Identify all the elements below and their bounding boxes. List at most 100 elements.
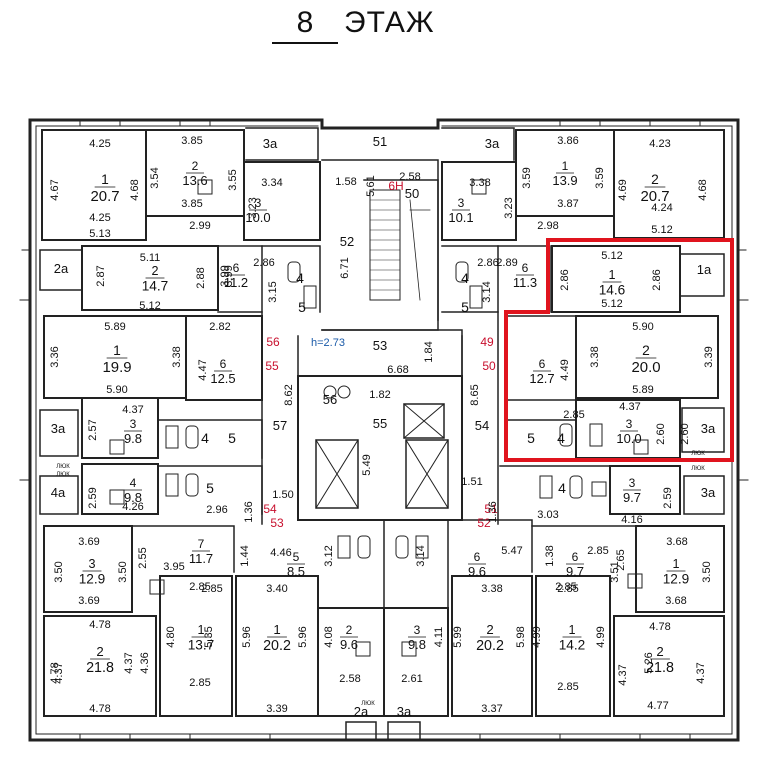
dimension-label: 2.60: [655, 423, 667, 444]
room-number: 2: [642, 343, 650, 358]
apartment-number: 54: [263, 502, 277, 516]
dimension-label: 3.38: [589, 346, 601, 367]
dimension-label: 4.37: [619, 401, 640, 413]
dimension-label: 5.96: [241, 626, 253, 647]
dimension-label: 3.50: [117, 561, 129, 582]
dimension-label: 2.86: [559, 269, 571, 290]
dimension-label: 2.59: [87, 487, 99, 508]
dimension-label: 2.82: [209, 321, 230, 333]
dimension-label: 3.38: [171, 346, 183, 367]
hatch-label: ЛЮК: [56, 472, 70, 478]
room-number: 4: [557, 430, 565, 446]
room-number: 3: [130, 417, 137, 431]
balcony-label: 2а: [54, 261, 69, 276]
dimension-label: 4.16: [621, 514, 642, 526]
hatch-label: ЛЮК: [361, 701, 375, 707]
dimension-label: 4.26: [122, 501, 143, 513]
room-area: 9.7: [623, 490, 641, 505]
dimension-label: 5.89: [104, 321, 125, 333]
dimension-label: 3.14: [415, 545, 427, 566]
room-number: 6: [572, 550, 579, 564]
dimension-label: 4.23: [649, 138, 670, 150]
balcony-label: 1а: [697, 262, 712, 277]
room-area: 13.6: [182, 173, 207, 188]
dimension-label: 4.08: [323, 626, 335, 647]
room-number: 4: [296, 270, 304, 286]
dimension-label: 3.39: [703, 346, 715, 367]
core-label: 53: [373, 338, 387, 353]
hatch-label: ЛЮК: [691, 466, 705, 472]
dimension-label: 3.50: [53, 561, 65, 582]
room-number: 7: [198, 537, 205, 551]
dimension-label: 2.85: [189, 581, 210, 593]
dimension-label: 4.36: [139, 652, 151, 673]
room-number: 1: [672, 557, 679, 571]
dimension-label: 2.85: [189, 677, 210, 689]
dimension-label: 2.85: [587, 545, 608, 557]
dimension-label: 2.85: [563, 409, 584, 421]
dimension-label: 8.65: [469, 384, 481, 405]
dimension-label: 4.49: [559, 359, 571, 380]
dimension-label: 2.87: [95, 265, 107, 286]
dimension-label: 3.95: [163, 561, 184, 573]
apartment-number: 53: [270, 516, 284, 530]
dimension-label: 6.71: [339, 257, 351, 278]
dimension-label: 3.39: [266, 703, 287, 715]
dimension-label: 1.82: [369, 389, 390, 401]
room-number: 4: [461, 270, 469, 286]
room-area: 20.7: [640, 188, 669, 205]
dimension-label: 5.98: [515, 626, 527, 647]
dimension-label: 5.47: [501, 545, 522, 557]
room-number: 4: [558, 480, 566, 496]
dimension-label: 3.38: [481, 583, 502, 595]
room-number: 1: [197, 623, 204, 637]
dimension-label: 2.85: [557, 583, 578, 595]
dimension-label: 5.12: [139, 300, 160, 312]
room-area: 9.8: [408, 637, 426, 652]
room-number: 2: [96, 644, 103, 659]
dimension-label: 5.12: [601, 298, 622, 310]
room-number: 1: [101, 172, 109, 187]
dimension-label: 3.68: [666, 536, 687, 548]
room-number: 6: [220, 357, 227, 371]
balcony-label: 3а: [485, 136, 500, 151]
room-number: 5: [461, 299, 469, 315]
dimension-label: 2.59: [662, 487, 674, 508]
core-label: 55: [373, 416, 387, 431]
dimension-label: 4.37: [123, 652, 135, 673]
room-area: 10.1: [448, 210, 473, 225]
balcony-label: 4а: [51, 485, 66, 500]
room-area: 9.6: [340, 637, 358, 652]
dimension-label: 3.14: [481, 281, 493, 302]
dimension-label: 3.50: [701, 561, 713, 582]
room-area: 9.8: [124, 490, 142, 505]
core-label: 6Н: [388, 179, 403, 193]
dimension-label: 3.69: [78, 595, 99, 607]
balcony-label: 3а: [397, 704, 412, 719]
apartment-number: 56: [266, 335, 280, 349]
dimension-label: 4.37: [617, 664, 629, 685]
dimension-label: 1.36: [243, 501, 255, 522]
dimension-label: 2.55: [137, 547, 149, 568]
apartment-number: 51: [484, 502, 498, 516]
dimension-label: 4.80: [165, 626, 177, 647]
dimension-label: 5.99: [452, 626, 464, 647]
dimension-label: 4.78: [649, 621, 670, 633]
room-number: 3: [255, 196, 262, 210]
hatch-label: ЛЮК: [691, 451, 705, 457]
room-area: 9.7: [566, 564, 584, 579]
room-number: 5: [298, 299, 306, 315]
room-area: 12.5: [210, 371, 235, 386]
room-number: 3: [629, 476, 636, 490]
room-area: 12.9: [79, 572, 106, 587]
room-area: 21.8: [86, 660, 114, 676]
core-label: 52: [340, 234, 354, 249]
dimension-label: 5.11: [140, 252, 161, 264]
dimension-label: 3.23: [247, 197, 259, 218]
room-number: 1: [562, 159, 569, 173]
room-number: 1: [608, 268, 615, 282]
room-area: 10.0: [245, 210, 270, 225]
room-area: 19.9: [102, 359, 131, 376]
dimension-label: 8.62: [283, 384, 295, 405]
